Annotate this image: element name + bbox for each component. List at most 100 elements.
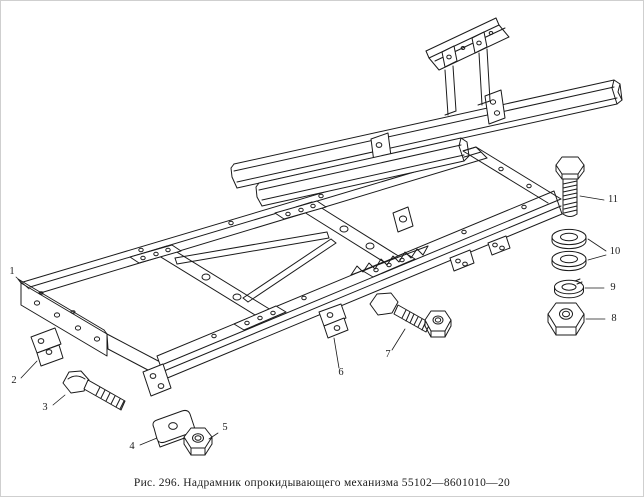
- part-5-nut: [183, 427, 213, 456]
- callout-7: [391, 328, 406, 351]
- diagonal-braces: [174, 231, 337, 303]
- callout-label-3: 3: [42, 402, 47, 413]
- thread-line: [562, 188, 578, 193]
- thread-line: [563, 205, 578, 210]
- bolt-hole: [499, 245, 505, 251]
- mid-bracket: [392, 206, 414, 233]
- channel-tab: [471, 31, 488, 54]
- bolt-hole: [33, 300, 41, 306]
- bolt-hole: [93, 336, 101, 342]
- washer-hole: [561, 283, 577, 291]
- bolt-hole: [165, 247, 171, 253]
- callout-label-4: 4: [129, 441, 135, 452]
- nut-hole: [194, 435, 202, 441]
- bolt-shank: [83, 379, 126, 411]
- leader-line: [20, 360, 38, 379]
- support-post: [444, 69, 449, 116]
- part-3-bolt: [62, 370, 126, 411]
- lightening-hole: [339, 225, 349, 233]
- thread-line: [95, 386, 101, 396]
- callout-label-7: 7: [385, 349, 390, 360]
- washer: [551, 250, 587, 268]
- callout-label-10: 10: [610, 246, 621, 257]
- leader-line: [587, 238, 607, 252]
- bolt-hole: [228, 220, 234, 226]
- serrated-strip: [350, 245, 429, 276]
- thread-line: [562, 180, 578, 185]
- callout-label-1: 1: [9, 266, 14, 277]
- part-8-nut: [547, 302, 585, 336]
- cross-member-1: [150, 245, 272, 316]
- callout-label-2: 2: [11, 375, 16, 386]
- washer-hole: [560, 254, 578, 264]
- bolt-hole: [492, 242, 498, 248]
- support-post: [452, 65, 457, 112]
- part-4-plate: [152, 409, 195, 448]
- callout-6: [333, 337, 340, 369]
- bolt-hole: [244, 320, 250, 326]
- rail-bracket: [142, 363, 172, 397]
- bolt-hole: [398, 215, 408, 223]
- bolt-head: [555, 156, 585, 175]
- bolt-hole: [298, 207, 304, 213]
- bolt-hole: [488, 31, 494, 35]
- bolt-hole: [211, 333, 217, 339]
- bolt-hole: [489, 99, 497, 105]
- thread-line: [562, 184, 578, 189]
- bolt-hole: [476, 40, 482, 46]
- callout-3: [52, 394, 66, 406]
- part-2-bracket: [30, 327, 64, 367]
- frame-brackets: [142, 235, 511, 397]
- part-9-spring-washer: [554, 278, 584, 299]
- thread-line: [409, 313, 415, 324]
- nut-hole: [562, 310, 570, 318]
- thread-line: [115, 398, 121, 408]
- bolt-hole: [37, 338, 45, 344]
- nut-hole: [192, 433, 204, 443]
- bolt-hole: [70, 310, 76, 314]
- leader-line: [52, 394, 66, 406]
- callout-10: [587, 238, 607, 261]
- nut-top: [183, 427, 213, 449]
- callout-4: [139, 437, 158, 446]
- thread-line: [563, 201, 578, 206]
- thread-line: [401, 309, 407, 319]
- callout-label-11: 11: [608, 194, 618, 205]
- bolt-hole: [140, 255, 146, 261]
- callout-2: [20, 360, 38, 379]
- bolt-hole: [455, 258, 461, 264]
- washer-split: [574, 278, 581, 282]
- lightening-hole: [201, 273, 211, 281]
- leader-line: [15, 276, 30, 290]
- rear-end-member: [462, 146, 562, 204]
- callout-labels: 1 2 3 4 5 6 7 8 9 10 11: [9, 194, 620, 452]
- thread-line: [562, 192, 578, 197]
- bolt-hole: [493, 110, 501, 116]
- top-cross-channel: [425, 17, 510, 116]
- leader-line: [208, 432, 219, 440]
- nut-hole: [432, 315, 444, 325]
- rail-bracket: [487, 235, 511, 256]
- front-end-plate: [17, 278, 108, 357]
- thread-line: [413, 316, 419, 326]
- bolt-hole: [462, 261, 468, 267]
- callout-label-5: 5: [222, 422, 227, 433]
- bolt-hole: [53, 312, 61, 318]
- beam-bracket: [484, 89, 506, 125]
- nut-hole: [434, 317, 442, 323]
- nut-top: [424, 310, 452, 332]
- support-post: [478, 52, 483, 106]
- callout-label-9: 9: [610, 282, 615, 293]
- washer: [551, 228, 587, 246]
- bolt-hole: [38, 291, 44, 295]
- gusset-plates: [129, 200, 416, 331]
- leader-line: [587, 254, 607, 261]
- thread-line: [405, 311, 411, 322]
- leader-line: [579, 195, 605, 201]
- rail-bracket: [449, 249, 475, 272]
- washer-split: [576, 281, 583, 285]
- callouts: [15, 195, 607, 446]
- bolt-hole: [333, 325, 341, 331]
